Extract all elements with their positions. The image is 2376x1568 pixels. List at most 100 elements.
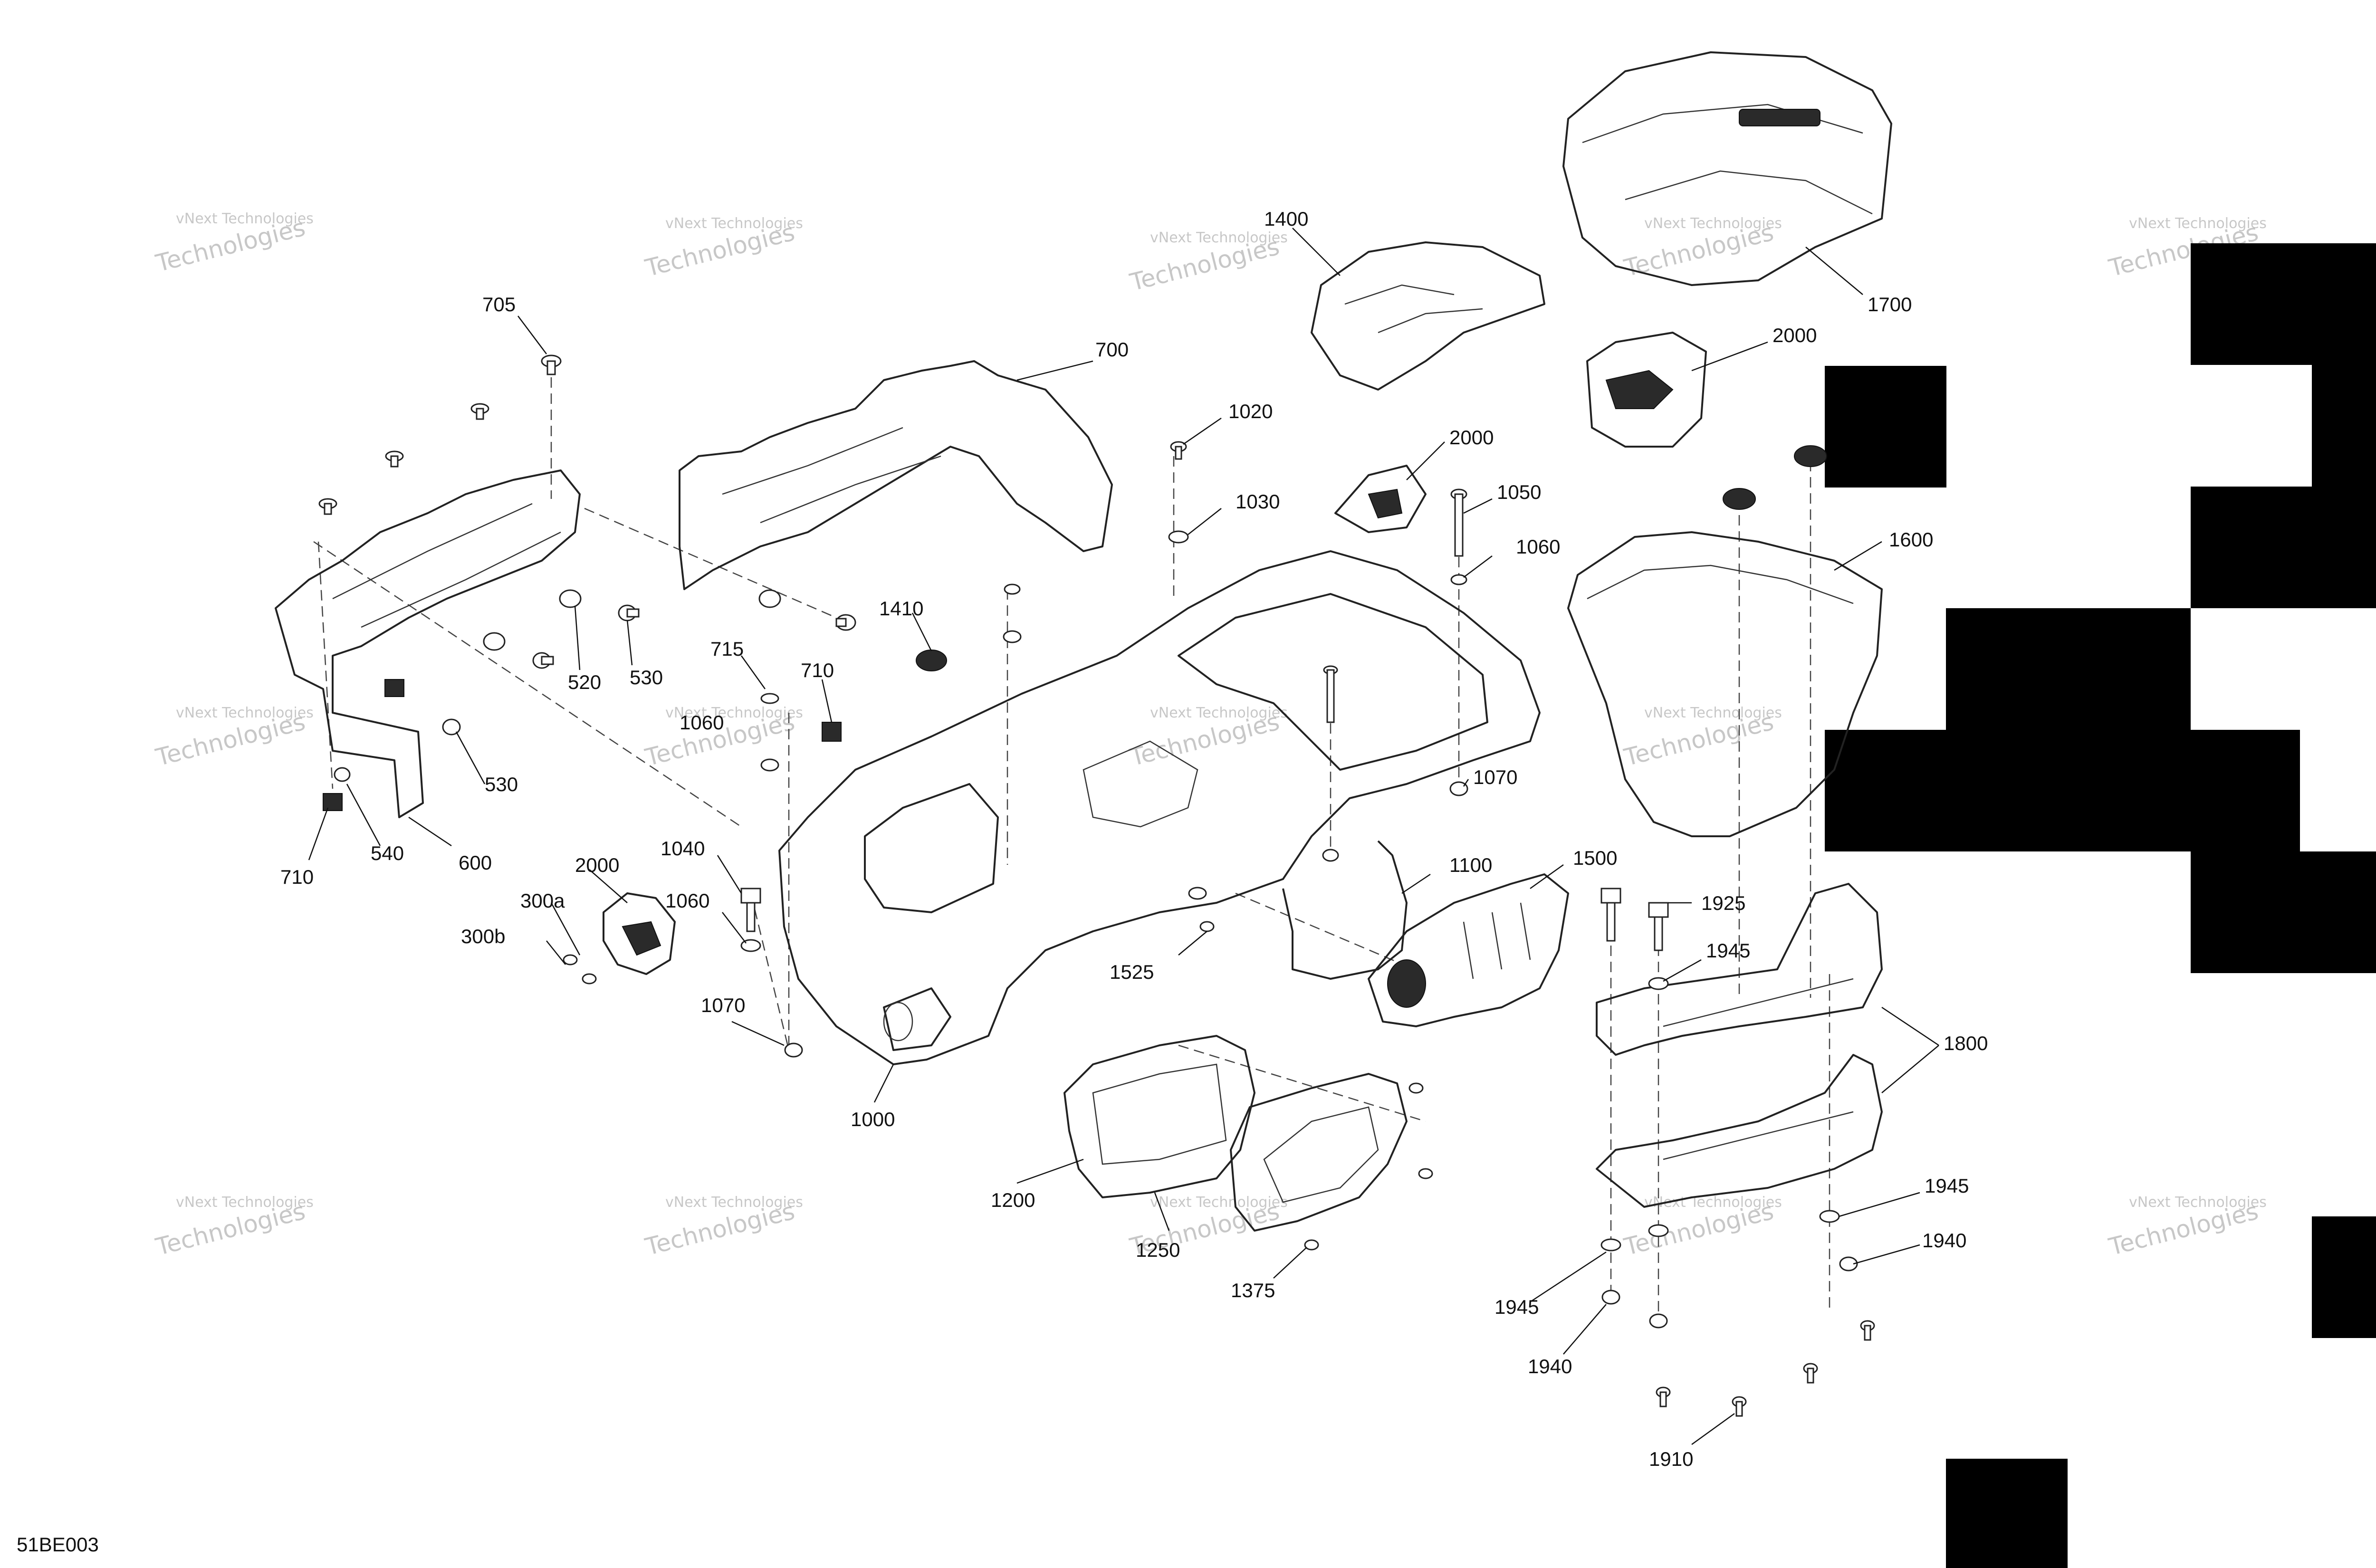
nut-icon xyxy=(1322,849,1339,862)
part-1400-cover xyxy=(1311,241,1545,391)
clip-icon xyxy=(384,679,404,697)
part-label: 520 xyxy=(568,671,601,693)
screw-icon xyxy=(1860,1320,1875,1341)
part-1100-bracket xyxy=(1282,840,1408,980)
watermark: vNext Technologies Technologies xyxy=(1127,229,1287,296)
bolt-icon xyxy=(385,450,404,468)
part-label: 1400 xyxy=(1264,208,1308,230)
part-label: 1040 xyxy=(661,837,705,860)
washer-icon xyxy=(1003,630,1022,643)
svg-text:vNext Technologies: vNext Technologies xyxy=(1644,705,1782,721)
washer-icon xyxy=(1819,1210,1840,1223)
svg-text:vNext Technologies: vNext Technologies xyxy=(2129,1194,2267,1211)
redaction-blocks xyxy=(1825,243,2376,1568)
nut-icon xyxy=(1839,1256,1858,1272)
part-label: 710 xyxy=(280,866,314,888)
bolt-icon xyxy=(618,604,640,621)
nut-icon xyxy=(1449,781,1468,796)
part-label: 705 xyxy=(482,293,516,316)
part-2000-latch-left xyxy=(603,892,676,975)
part-label: 2000 xyxy=(575,854,619,876)
screw-icon xyxy=(1170,441,1187,460)
part-label: 1600 xyxy=(1889,528,1933,551)
part-label: 1925 xyxy=(1701,892,1745,914)
redaction-block xyxy=(1946,608,2191,730)
watermark: vNext Technologies Technologies xyxy=(642,1194,803,1261)
bolt-icon xyxy=(835,614,856,631)
part-label: 1375 xyxy=(1231,1279,1275,1301)
part-label: 700 xyxy=(1095,338,1129,361)
part-label: 530 xyxy=(630,666,663,688)
part-label: 1020 xyxy=(1228,400,1273,422)
part-label: 710 xyxy=(801,659,834,681)
svg-text:vNext Technologies: vNext Technologies xyxy=(1150,1194,1288,1211)
svg-text:vNext Technologies: vNext Technologies xyxy=(1644,215,1782,232)
part-1200-housing xyxy=(1063,1035,1255,1198)
redaction-block xyxy=(1825,366,1946,488)
part-1000-rear-body xyxy=(778,550,1541,1065)
part-700-rear-rail xyxy=(679,360,1113,590)
washer-icon xyxy=(758,589,781,608)
screw-icon xyxy=(1656,1386,1671,1407)
bolt-icon xyxy=(760,693,779,704)
part-label: 1030 xyxy=(1236,490,1280,513)
svg-text:vNext Technologies: vNext Technologies xyxy=(665,705,803,721)
part-2000-latch-mid xyxy=(1334,465,1427,533)
svg-text:vNext Technologies: vNext Technologies xyxy=(1150,229,1288,246)
part-label: 1060 xyxy=(680,711,724,734)
screw-icon xyxy=(1408,1082,1424,1094)
part-labels: 705 700 1400 1700 2000 1020 1030 2000 10… xyxy=(280,208,1988,1470)
screw-icon xyxy=(1732,1396,1747,1417)
part-2000-latch-top xyxy=(1586,332,1707,448)
svg-text:vNext Technologies: vNext Technologies xyxy=(665,1194,803,1211)
nut-icon xyxy=(1649,1313,1668,1329)
screw-icon xyxy=(1803,1363,1818,1384)
part-label: 1940 xyxy=(1922,1229,1966,1252)
redaction-block xyxy=(2191,851,2376,973)
bolt-icon xyxy=(1004,583,1021,595)
watermark: vNext Technologies Technologies xyxy=(1621,215,1782,282)
part-label: 1070 xyxy=(701,994,745,1016)
watermark: vNext Technologies Technologies xyxy=(1127,705,1287,772)
nut-icon xyxy=(784,1042,803,1058)
part-label: 1000 xyxy=(851,1108,895,1130)
part-label: 2000 xyxy=(1449,426,1494,449)
redaction-block xyxy=(2191,243,2376,365)
redaction-block xyxy=(1946,1459,2068,1568)
part-label: 715 xyxy=(710,638,744,660)
part-label: 1525 xyxy=(1110,961,1154,983)
screw-icon xyxy=(563,954,578,966)
watermark: vNext Technologies Technologies xyxy=(153,210,313,277)
pin-icon xyxy=(1450,488,1467,557)
part-600-bracket xyxy=(275,469,581,818)
pin-icon xyxy=(1323,665,1338,723)
part-label: 600 xyxy=(459,851,492,874)
bolt-icon xyxy=(532,652,554,669)
clip-icon xyxy=(323,793,343,811)
part-label: 1100 xyxy=(1449,854,1492,876)
part-label: 1945 xyxy=(1706,939,1750,962)
leader-lines xyxy=(308,228,1939,1445)
part-label: 1070 xyxy=(1473,766,1517,788)
watermark: vNext Technologies Technologies xyxy=(153,705,313,772)
part-label: 1500 xyxy=(1573,847,1617,869)
part-label: 1910 xyxy=(1649,1448,1693,1470)
watermark: vNext Technologies Technologies xyxy=(642,215,803,282)
bolt-icon xyxy=(442,718,461,736)
watermark: vNext Technologies Technologies xyxy=(1621,1194,1782,1261)
washer-icon xyxy=(1450,574,1467,585)
screw-icon xyxy=(1199,921,1215,932)
washer-icon xyxy=(1648,1224,1669,1237)
part-label: 1410 xyxy=(879,597,923,620)
washer-icon xyxy=(559,589,582,608)
svg-text:vNext Technologies: vNext Technologies xyxy=(176,705,314,721)
assembly-lines xyxy=(313,361,1830,1330)
redaction-block xyxy=(2312,1216,2376,1338)
bolt-icon xyxy=(1600,888,1621,942)
screw-icon xyxy=(1418,1168,1433,1179)
redaction-block xyxy=(1825,730,2300,851)
part-1600-tub xyxy=(1567,531,1883,837)
svg-text:vNext Technologies: vNext Technologies xyxy=(1150,705,1288,721)
part-label: 540 xyxy=(371,842,404,864)
part-label: 2000 xyxy=(1772,324,1817,346)
